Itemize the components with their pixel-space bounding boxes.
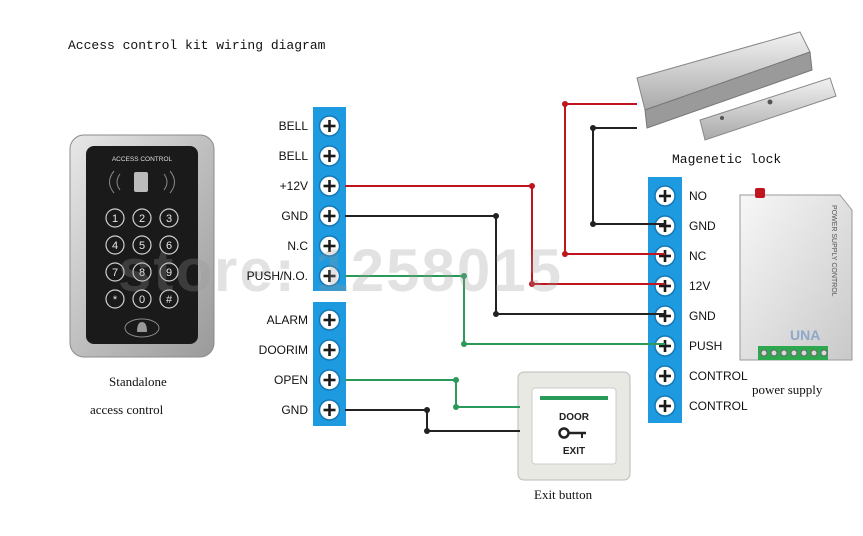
terminal-label: CONTROL [689,369,748,383]
keypad-key: 1 [105,208,125,228]
wire-lock-to-nc [564,103,665,255]
keypad-key: * [105,289,125,309]
exit-button-exit-text: EXIT [563,446,585,457]
keypad-key: 6 [159,235,179,255]
wire-plus12v-to-12v [345,185,665,285]
keypad-key-label: 0 [139,294,145,306]
rfid-icon [109,170,175,194]
terminal-label: PUSH [689,339,723,353]
terminal-label: BELL [278,119,308,133]
keypad-caption-line2: access control [90,402,164,417]
keypad-key: 8 [132,262,152,282]
wire-push-to-push [345,275,665,345]
exit-button-door-text: DOOR [559,412,590,423]
plus-screw-icon [318,339,341,361]
keypad-key: 4 [105,235,125,255]
keypad-key-label: 2 [139,213,145,225]
keypad-key: 9 [159,262,179,282]
wire-junction-dots [424,101,596,434]
magnetic-lock [636,31,837,141]
terminal-screws [318,115,676,421]
keypad-key: 0 [132,289,152,309]
keypad-key-label: 8 [139,267,145,279]
terminal-label: 12V [689,279,711,293]
wire-gnd-to-exit [345,409,520,432]
plus-screw-icon [654,185,676,207]
power-supply-caption: power supply [752,382,823,397]
keypad-key: 7 [105,262,125,282]
terminal-label: GND [281,403,308,417]
terminal-label: GND [281,209,308,223]
plus-screw-icon [654,275,676,297]
keypad-key: 5 [132,235,152,255]
plus-screw-icon [318,399,341,421]
terminal-label: OPEN [273,373,308,387]
plus-screw-icon [654,305,676,327]
terminal-label: NO [689,189,707,203]
keypad-key-label: 5 [139,240,145,252]
terminal-label: ALARM [266,313,308,327]
terminal-label: DOORIM [258,343,308,357]
plus-screw-icon [318,175,341,197]
keypad-key-label: 6 [166,240,172,252]
power-supply-unit: POWER SUPPLY CONTROL UNA [739,188,853,361]
plus-screw-icon [318,369,341,391]
exit-button-device: DOOR EXIT [517,371,631,481]
magnetic-lock-caption: Magenetic lock [672,152,782,167]
keypad-key-label: 4 [112,240,118,252]
keypad-key: 2 [132,208,152,228]
keypad-key: # [159,289,179,309]
plus-screw-icon [654,395,676,417]
controller-terminal-strip-top [313,107,346,291]
keypad-key-label: 1 [112,213,118,225]
plus-screw-icon [318,309,341,331]
terminal-label: +12V [279,179,308,193]
plus-screw-icon [654,215,676,237]
keypad-key-label: # [166,294,173,306]
keypad-key-label: 3 [166,213,172,225]
exit-button-caption: Exit button [534,487,593,502]
plus-screw-icon [654,335,676,357]
store-watermark: store: 1258015 [118,237,563,304]
plus-screw-icon [318,145,341,167]
wire-gnd-to-gnd [345,215,665,315]
keypad-header-text: ACCESS CONTROL [112,156,173,163]
plus-screw-icon [318,115,341,137]
key-icon [558,427,586,439]
terminal-label: BELL [278,149,308,163]
standalone-keypad: ACCESS CONTROL 1 2 3 4 5 6 7 8 9 * 0 # [69,134,215,358]
terminal-label: PUSH/N.O. [246,269,308,283]
keypad-key-label: 9 [166,267,172,279]
plus-screw-icon [318,265,341,287]
power-supply-panel-text: POWER SUPPLY CONTROL [830,205,837,297]
power-supply-brand: UNA [790,327,820,343]
terminal-label: NC [689,249,707,263]
keypad-key-label: * [113,294,118,306]
power-supply-screws [760,349,828,357]
keypad-keys: 1 2 3 4 5 6 7 8 9 * 0 # [105,208,179,309]
keypad-key-label: 7 [112,267,118,279]
wire-lock-to-gnd [592,127,665,225]
terminal-label: N.C [287,239,308,253]
plus-screw-icon [654,245,676,267]
bell-icon [124,318,160,338]
terminal-label: GND [689,219,716,233]
terminal-label: CONTROL [689,399,748,413]
plus-screw-icon [318,235,341,257]
wires [345,103,665,432]
plus-screw-icon [654,365,676,387]
plus-screw-icon [318,205,341,227]
keypad-key: 3 [159,208,179,228]
diagram-title: Access control kit wiring diagram [68,38,326,53]
wire-open-to-exit [345,379,520,408]
keypad-caption-line1: Standalone [109,374,167,389]
terminal-label: GND [689,309,716,323]
